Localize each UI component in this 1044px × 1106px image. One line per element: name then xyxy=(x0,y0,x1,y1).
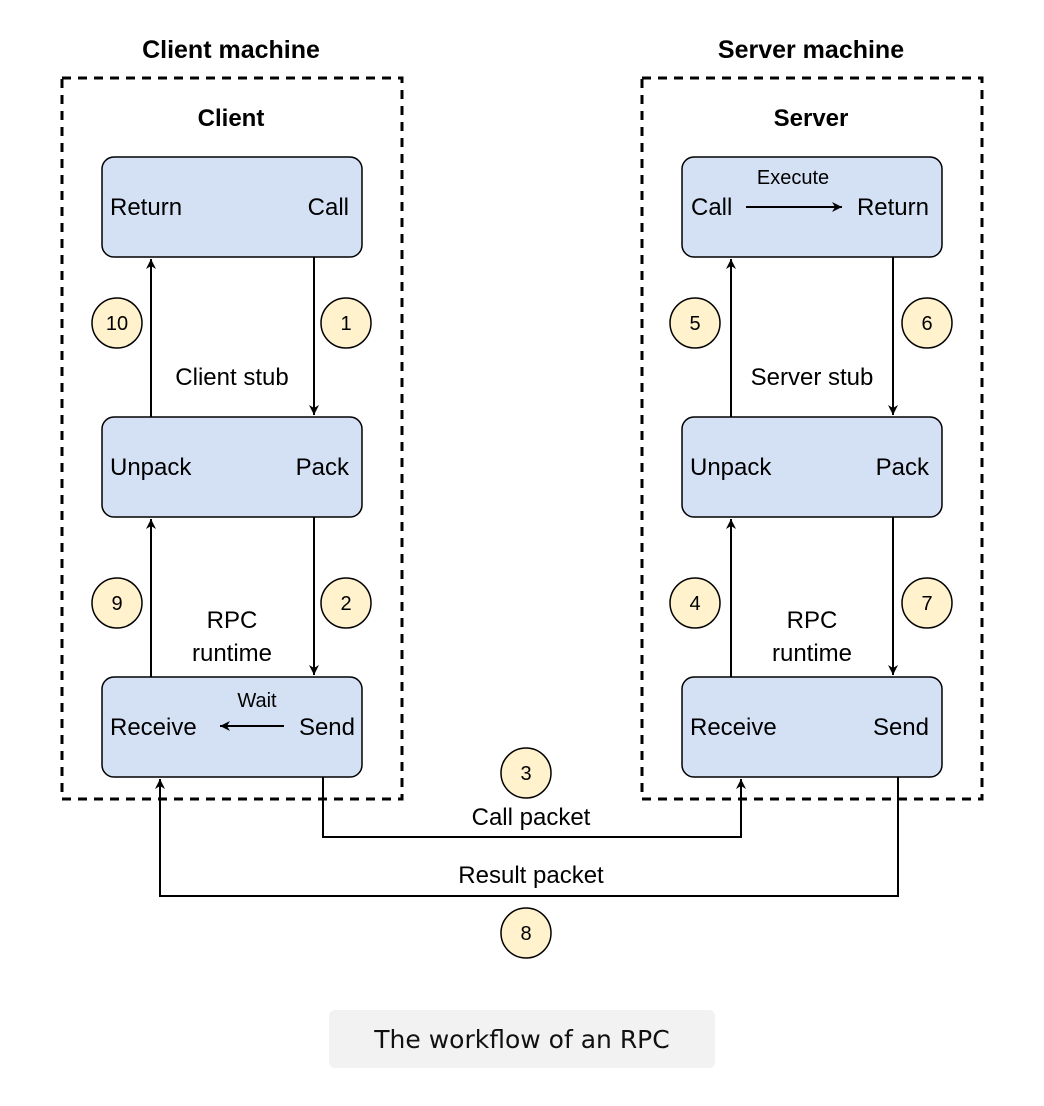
result-packet-path xyxy=(155,777,899,897)
client-runtime-label-1: RPC xyxy=(207,607,258,634)
step-badge-10: 10 xyxy=(91,297,143,349)
server-machine-boundary xyxy=(640,76,984,801)
svg-text:7: 7 xyxy=(921,593,932,615)
client-machine-boundary xyxy=(60,76,404,801)
client-send-label: Send xyxy=(299,714,355,741)
server-pack-label: Pack xyxy=(876,454,930,481)
client-stub-label: Client stub xyxy=(175,364,288,391)
client-runtime-box: Receive Send Wait xyxy=(101,676,363,778)
server-runtime-label-1: RPC xyxy=(787,607,838,634)
server-machine-title: Server machine xyxy=(718,36,904,64)
server-group-label: Server xyxy=(774,105,849,132)
step-badge-9: 9 xyxy=(91,577,143,629)
step-badge-6: 6 xyxy=(901,297,953,349)
client-pack-label: Pack xyxy=(296,454,350,481)
svg-text:3: 3 xyxy=(520,763,531,785)
server-stub-box: Unpack Pack xyxy=(681,416,943,518)
step-badge-5: 5 xyxy=(669,297,721,349)
client-runtime-label-2: runtime xyxy=(192,640,272,667)
call-packet-path xyxy=(322,777,746,838)
svg-text:9: 9 xyxy=(111,593,122,615)
client-machine-title: Client machine xyxy=(142,36,320,64)
step-badge-3: 3 xyxy=(500,747,552,799)
step-badge-8: 8 xyxy=(500,907,552,959)
server-send-label: Send xyxy=(873,714,929,741)
step-badge-7: 7 xyxy=(901,577,953,629)
client-stub-box: Unpack Pack xyxy=(101,416,363,518)
client-top-box: Return Call xyxy=(101,156,363,258)
server-call-label: Call xyxy=(691,194,732,221)
step-badge-2: 2 xyxy=(320,577,372,629)
call-packet-label: Call packet xyxy=(472,804,591,831)
server-top-box: Call Return Execute xyxy=(681,156,943,258)
server-unpack-label: Unpack xyxy=(690,454,772,481)
wait-label: Wait xyxy=(237,690,277,712)
svg-text:8: 8 xyxy=(520,923,531,945)
step-badge-4: 4 xyxy=(669,577,721,629)
server-receive-label: Receive xyxy=(690,714,777,741)
client-unpack-label: Unpack xyxy=(110,454,192,481)
client-group-label: Client xyxy=(198,105,265,132)
figure-caption: The workflow of an RPC xyxy=(329,1010,715,1068)
svg-text:1: 1 xyxy=(340,313,351,335)
svg-text:10: 10 xyxy=(106,313,128,335)
execute-label: Execute xyxy=(757,167,829,189)
result-packet-label: Result packet xyxy=(458,862,604,889)
svg-text:5: 5 xyxy=(689,313,700,335)
step-badge-1: 1 xyxy=(320,297,372,349)
server-runtime-label-2: runtime xyxy=(772,640,852,667)
client-receive-label: Receive xyxy=(110,714,197,741)
server-return-label: Return xyxy=(857,194,929,221)
client-return-label: Return xyxy=(110,194,182,221)
server-runtime-box: Receive Send xyxy=(681,676,943,778)
svg-text:4: 4 xyxy=(689,593,700,615)
svg-text:6: 6 xyxy=(921,313,932,335)
client-call-label: Call xyxy=(308,194,349,221)
svg-text:2: 2 xyxy=(340,593,351,615)
server-stub-label: Server stub xyxy=(751,364,874,391)
